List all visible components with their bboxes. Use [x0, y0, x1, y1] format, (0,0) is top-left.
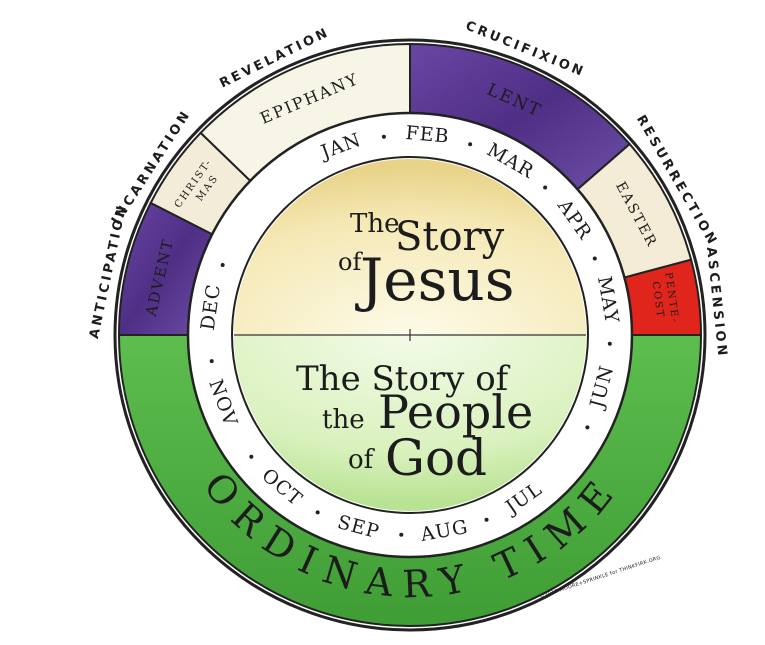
bottom-title-line1: The Story of: [296, 359, 511, 399]
month-separator-dot: [209, 359, 214, 364]
month-separator-dot: [468, 142, 473, 147]
month-separator-dot: [585, 425, 590, 430]
season-label-pentecost-2: COST: [650, 281, 666, 320]
top-title-jesus: Jesus: [355, 246, 514, 314]
top-title-story: Story: [395, 214, 505, 260]
month-separator-dot: [315, 510, 320, 515]
month-separator-dot: [592, 256, 597, 261]
center-top-half: [234, 159, 586, 335]
month-label-feb: FEB: [405, 122, 451, 148]
center-bottom-half: [234, 335, 586, 511]
bottom-title-god: God: [385, 429, 487, 487]
month-separator-dot: [543, 185, 548, 190]
month-separator-dot: [249, 454, 254, 459]
bottom-title-of: of: [348, 445, 376, 475]
outer-border: [113, 38, 707, 632]
month-separator-dot: [484, 517, 489, 522]
bottom-title-the: the: [322, 405, 365, 435]
month-ring-inner-border: [231, 156, 589, 514]
month-separator-dot: [399, 532, 404, 537]
top-title-of: of: [338, 248, 363, 276]
month-separator-dot: [381, 134, 386, 139]
bottom-title-people: People: [378, 385, 533, 439]
outer-border-inner: [118, 43, 702, 627]
month-separator-dot: [607, 341, 612, 346]
month-separator-dot: [220, 262, 225, 267]
top-title-the: The: [350, 209, 399, 239]
event-label-ascension: ASCENSION: [703, 246, 730, 359]
